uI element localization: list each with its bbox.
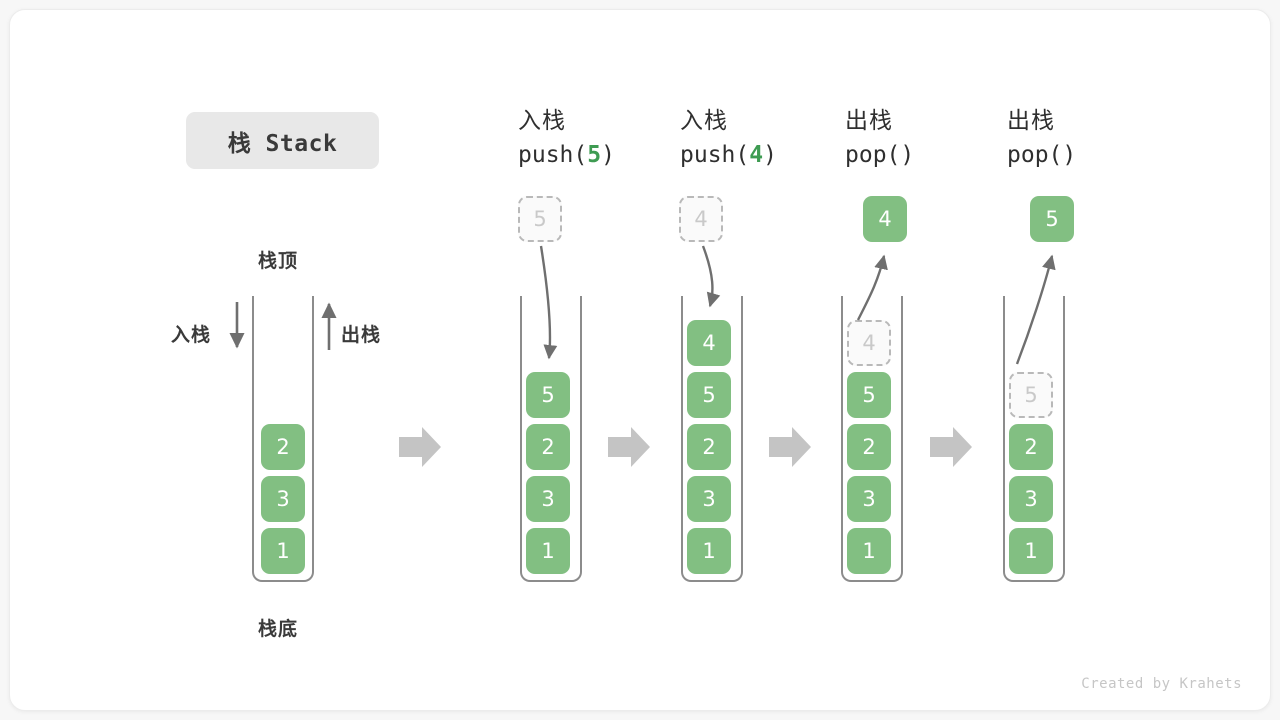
op-label-code: pop() xyxy=(1007,140,1076,172)
stack-tube-push-5 xyxy=(520,296,582,582)
stack-cell-ghost: 4 xyxy=(847,320,891,366)
op-label-cn: 入栈 xyxy=(680,108,728,134)
op-code-post: ) xyxy=(900,141,915,168)
stack-cell: 2 xyxy=(261,424,305,470)
op-label-push-4: 入栈 push(4) xyxy=(680,106,777,171)
footer-credit: Created by Krahets xyxy=(1081,676,1242,692)
op-label-cn: 出栈 xyxy=(1007,108,1055,134)
op-label-cn: 入栈 xyxy=(518,108,566,134)
stack-bottom-label: 栈底 xyxy=(258,618,299,640)
op-label-code: push(5) xyxy=(518,140,615,172)
stack-cell: 1 xyxy=(1009,528,1053,574)
stack-cell-ghost: 5 xyxy=(1009,372,1053,418)
stack-top-label: 栈顶 xyxy=(258,250,299,272)
stack-tube-pop-4 xyxy=(841,296,903,582)
stack-cell: 3 xyxy=(526,476,570,522)
stack-tube-pop-5 xyxy=(1003,296,1065,582)
diagram-title-chip: 栈 Stack xyxy=(186,112,379,169)
op-label-pop-5: 出栈 pop() xyxy=(1007,106,1076,171)
op-code-pre: push( xyxy=(680,141,750,168)
op-code-pre: pop( xyxy=(845,141,901,168)
op-code-post: ) xyxy=(1062,141,1077,168)
pop-direction-label: 出栈 xyxy=(341,324,382,346)
stack-cell: 5 xyxy=(687,372,731,418)
stack-cell: 3 xyxy=(687,476,731,522)
stack-cell: 1 xyxy=(847,528,891,574)
stack-cell: 2 xyxy=(1009,424,1053,470)
stack-cell: 1 xyxy=(261,528,305,574)
floating-cell-ghost: 4 xyxy=(679,196,723,242)
op-code-arg: 4 xyxy=(749,141,764,168)
stack-tube-push-4 xyxy=(681,296,743,582)
stack-tube-initial xyxy=(252,296,314,582)
op-code-post: ) xyxy=(763,141,777,168)
op-label-code: push(4) xyxy=(680,140,777,172)
floating-cell-ghost: 5 xyxy=(518,196,562,242)
op-label-pop-4: 出栈 pop() xyxy=(845,106,914,171)
stack-cell: 3 xyxy=(261,476,305,522)
stack-cell: 5 xyxy=(847,372,891,418)
op-code-pre: push( xyxy=(518,141,588,168)
floating-cell-popped: 4 xyxy=(863,196,907,242)
stack-cell: 2 xyxy=(526,424,570,470)
stack-cell: 1 xyxy=(687,528,731,574)
stack-cell: 2 xyxy=(847,424,891,470)
push-direction-label: 入栈 xyxy=(171,324,212,346)
stack-cell: 5 xyxy=(526,372,570,418)
stack-cell: 1 xyxy=(526,528,570,574)
stack-cell: 4 xyxy=(687,320,731,366)
op-label-cn: 出栈 xyxy=(845,108,893,134)
op-label-push-5: 入栈 push(5) xyxy=(518,106,615,171)
stack-cell: 2 xyxy=(687,424,731,470)
op-code-pre: pop( xyxy=(1007,141,1063,168)
stack-cell: 3 xyxy=(847,476,891,522)
stack-cell: 3 xyxy=(1009,476,1053,522)
op-code-post: ) xyxy=(601,141,615,168)
floating-cell-popped: 5 xyxy=(1030,196,1074,242)
op-label-code: pop() xyxy=(845,140,914,172)
op-code-arg: 5 xyxy=(587,141,602,168)
